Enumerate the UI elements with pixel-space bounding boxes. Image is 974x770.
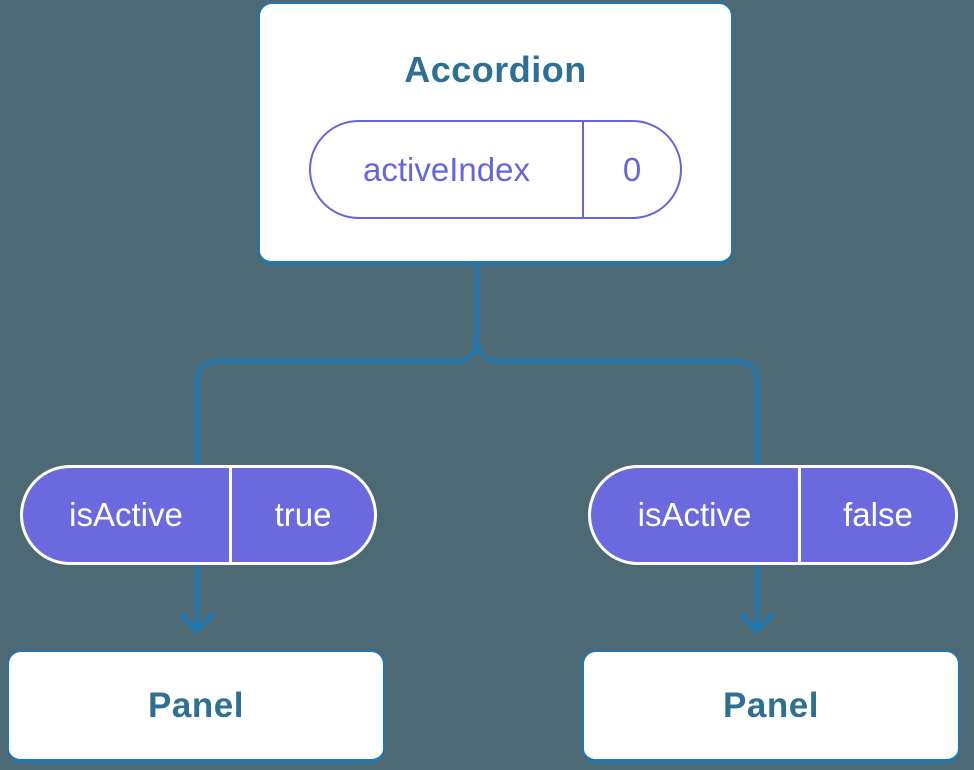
state-pill-value: 0 bbox=[622, 150, 642, 188]
prop-pill-left-label: isActive bbox=[69, 496, 183, 533]
state-pill: activeIndex 0 bbox=[309, 120, 682, 219]
panel-node-left: Panel bbox=[7, 650, 385, 763]
prop-pill-left-divider bbox=[229, 468, 232, 562]
prop-pill-left-value: true bbox=[274, 496, 332, 533]
accordion-node: Accordion activeIndex 0 bbox=[258, 2, 733, 265]
state-pill-divider bbox=[582, 122, 584, 217]
prop-pill-right-label: isActive bbox=[637, 496, 752, 533]
connector-right-branch bbox=[474, 260, 760, 631]
connector-left-branch bbox=[194, 260, 480, 631]
prop-pill-right-divider bbox=[798, 468, 801, 562]
arrowhead-right-icon bbox=[739, 612, 775, 634]
panel-node-right: Panel bbox=[582, 650, 960, 763]
prop-pill-right: isActive false bbox=[588, 465, 958, 565]
arrowhead-left-icon bbox=[179, 612, 215, 634]
prop-pill-left: isActive true bbox=[20, 465, 377, 565]
prop-pill-right-value: false bbox=[843, 496, 913, 533]
accordion-node-title: Accordion bbox=[404, 49, 587, 90]
panel-node-left-title: Panel bbox=[148, 685, 244, 725]
panel-node-right-title: Panel bbox=[723, 685, 819, 725]
state-pill-label: activeIndex bbox=[363, 150, 530, 188]
